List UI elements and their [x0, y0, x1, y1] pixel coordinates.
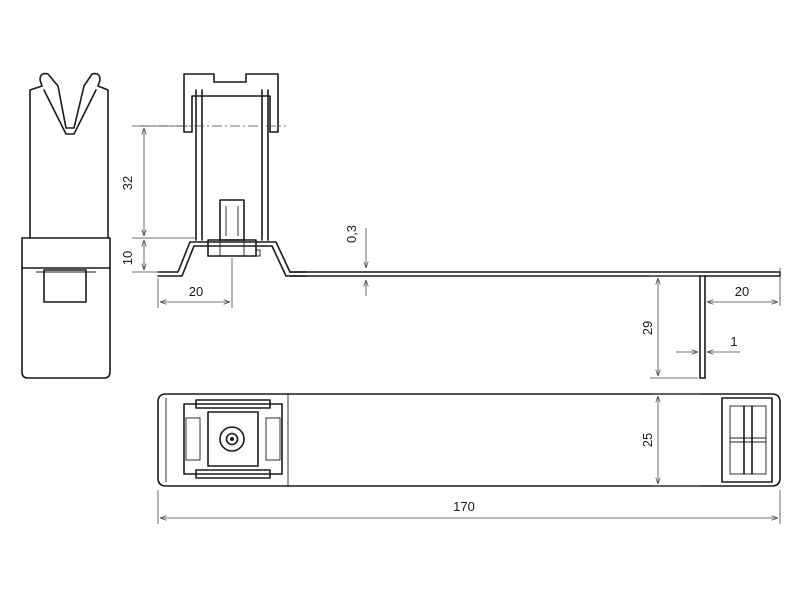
dim-25-label: 25	[640, 433, 655, 447]
dimension-32: 32	[120, 125, 196, 239]
dimension-170: 170	[157, 490, 781, 524]
dimension-1: 1	[676, 334, 740, 352]
dim-170-label: 170	[453, 499, 475, 514]
side-view	[21, 72, 111, 379]
dim-10-label: 10	[120, 251, 135, 265]
dim-0-3-label: 0,3	[344, 225, 359, 243]
dimension-25: 25	[640, 393, 700, 487]
dim-20-right-label: 20	[735, 284, 749, 299]
dimension-20-right: 20	[707, 268, 781, 306]
dim-1-label: 1	[730, 334, 737, 349]
dim-32-label: 32	[120, 176, 135, 190]
top-view	[157, 393, 781, 487]
front-view	[140, 73, 781, 379]
dim-20-left-label: 20	[189, 284, 203, 299]
dimension-20-left: 20	[157, 258, 233, 308]
dimension-0-3: 0,3	[344, 225, 366, 296]
dim-29-label: 29	[640, 321, 655, 335]
dimension-29: 29	[640, 275, 698, 379]
dimension-10: 10	[120, 240, 160, 273]
